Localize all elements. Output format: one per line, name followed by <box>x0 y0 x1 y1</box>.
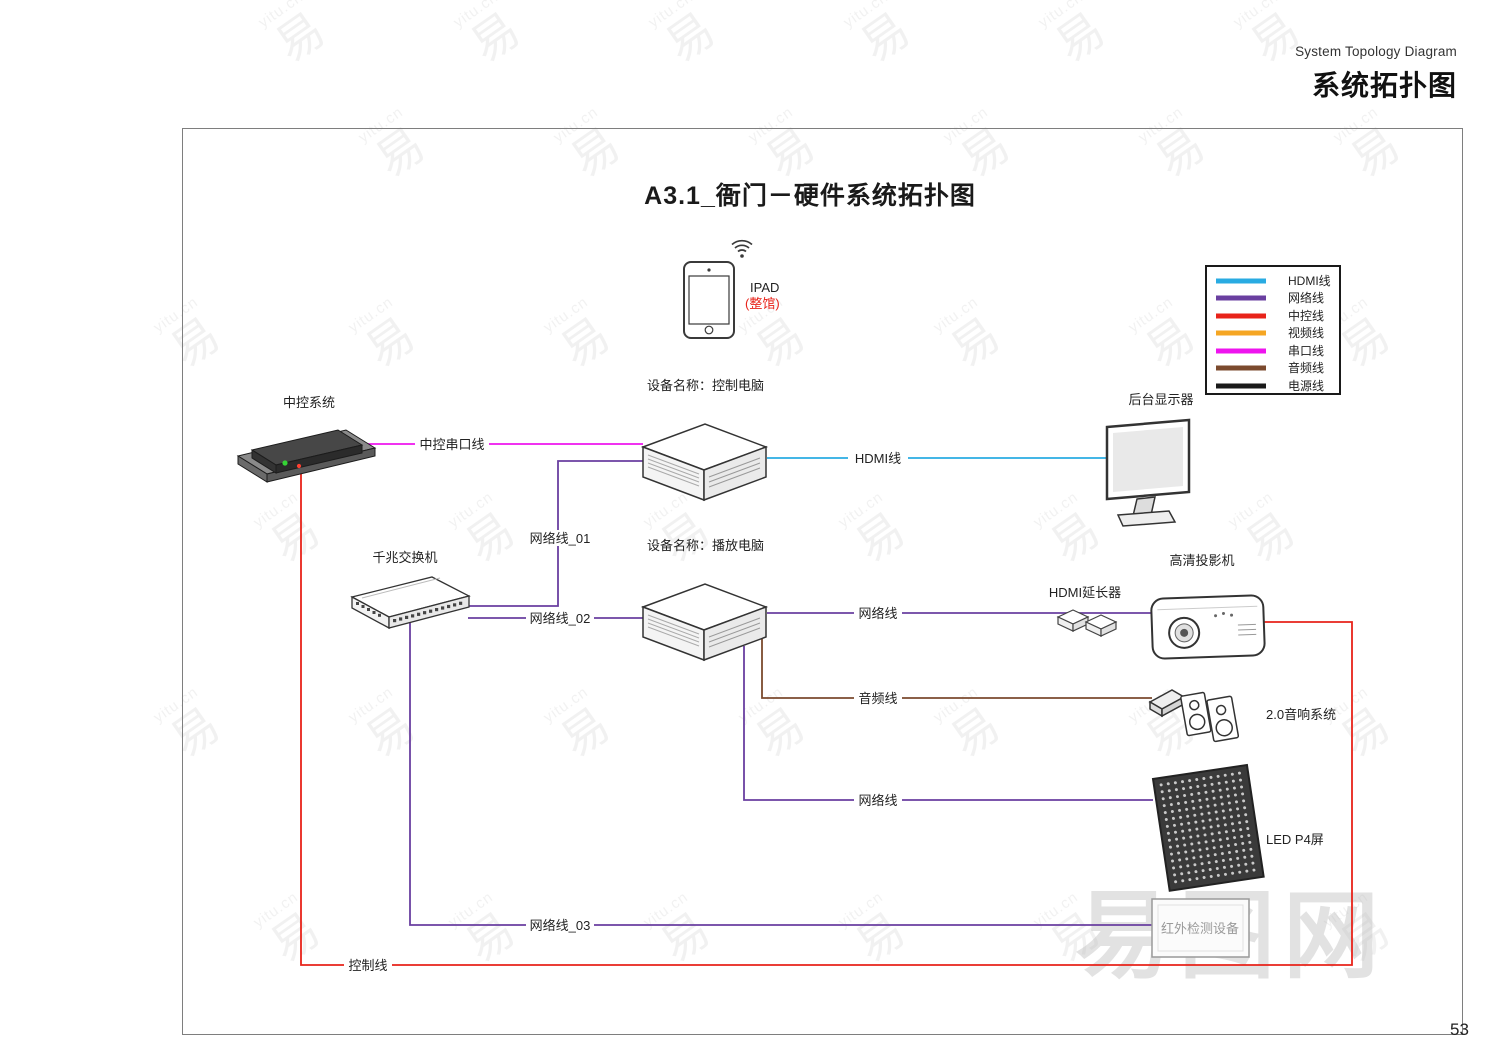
header-title-zh: 系统拓扑图 <box>1311 70 1457 101</box>
hdmi-line-label: HDMI线 <box>855 451 901 466</box>
hdmi-extender-device <box>1056 609 1118 637</box>
legend: HDMI线 网络线 中控线 视频线 串口线 音频线 电源线 <box>1205 265 1341 395</box>
header-title-en: System Topology Diagram <box>1295 44 1457 59</box>
projector-device <box>1150 594 1266 660</box>
diagram-frame <box>182 128 1463 1035</box>
playback-pc-device <box>642 583 767 661</box>
network-line-01-label: 网络线_01 <box>530 531 591 546</box>
ipad-label: IPAD <box>750 280 779 295</box>
switch-label: 千兆交换机 <box>372 550 437 565</box>
network-line-led-label: 网络线 <box>858 793 897 808</box>
projector-label: 高清投影机 <box>1169 553 1234 568</box>
network-line-led <box>743 646 1153 801</box>
legend-label-control: 中控线 <box>1288 308 1324 323</box>
diagram-title: A3.1_衙门－硬件系统拓扑图 <box>644 182 976 210</box>
legend-label-hdmi: HDMI线 <box>1288 274 1331 288</box>
audio-line <box>761 639 1152 699</box>
page-number: 53 <box>1450 1020 1469 1039</box>
switch-device <box>350 576 471 630</box>
ipad-device <box>683 261 735 339</box>
control-line-label: 控制线 <box>348 958 387 973</box>
central-control-label: 中控系统 <box>283 395 335 410</box>
led-screen-device <box>1151 763 1265 892</box>
ir-detector-label: 红外检测设备 <box>1161 921 1239 936</box>
network-line-02-label: 网络线_02 <box>530 611 591 626</box>
audio-system-label: 2.0音响系统 <box>1266 707 1336 722</box>
network-line-03-label: 网络线_03 <box>530 918 591 933</box>
audio-line-label: 音频线 <box>858 691 897 706</box>
network-line-projector-label: 网络线 <box>858 606 897 621</box>
playback-pc-label: 设备名称：播放电脑 <box>647 538 764 553</box>
serial-line-label: 中控串口线 <box>419 437 484 452</box>
central-control-device <box>236 429 377 483</box>
monitor-label: 后台显示器 <box>1128 392 1193 407</box>
switch-ports <box>356 601 463 623</box>
network-line-03 <box>409 622 1152 926</box>
legend-label-serial: 串口线 <box>1288 344 1324 358</box>
control-pc-label: 设备名称：控制电脑 <box>647 378 764 393</box>
monitor-device <box>1105 418 1191 527</box>
legend-label-network: 网络线 <box>1288 290 1324 305</box>
wifi-icon <box>731 239 753 258</box>
ipad-note: (整馆) <box>745 296 780 311</box>
legend-label-video: 视频线 <box>1288 325 1324 340</box>
legend-label-audio: 音频线 <box>1288 360 1324 375</box>
control-pc-device <box>642 423 767 501</box>
led-screen-label: LED P4屏 <box>1266 832 1324 847</box>
hdmi-extender-label: HDMI延长器 <box>1049 585 1121 600</box>
control-line <box>300 474 1353 966</box>
connection-labels: 中控串口线 HDMI线 网络线_01 网络线_02 网络线 音频线 网络线 网络… <box>344 436 908 973</box>
legend-label-power: 电源线 <box>1288 379 1324 393</box>
ir-detector-device: 红外检测设备 <box>1151 898 1250 958</box>
audio-system-device <box>1148 689 1240 743</box>
